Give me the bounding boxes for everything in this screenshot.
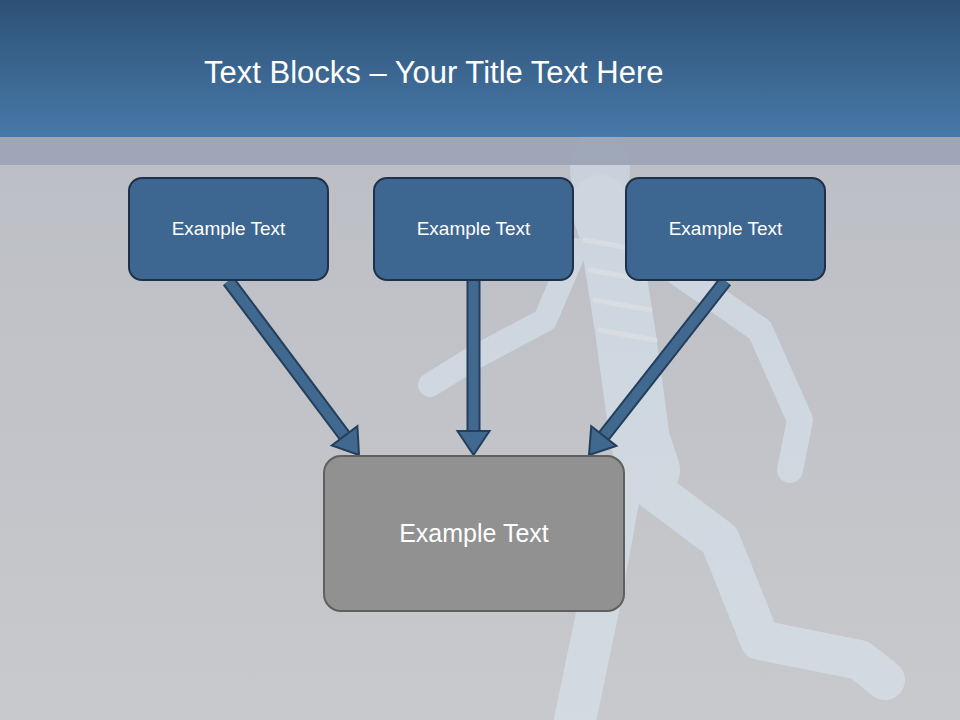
result-block: Example Text [323, 455, 625, 612]
arrow-shaft [229, 281, 346, 437]
block-text: Example Text [399, 519, 549, 548]
arrow-outline [603, 281, 726, 438]
block-text: Example Text [669, 218, 783, 240]
block-arrow [229, 281, 360, 455]
block-arrow [589, 281, 726, 455]
block-text: Example Text [417, 218, 531, 240]
text-stack: Example Text [417, 218, 531, 240]
block-arrow [458, 281, 490, 455]
arrow-shaft [603, 281, 726, 438]
arrow-head [332, 426, 359, 455]
text-block: Example Text [128, 177, 329, 281]
arrow-head [458, 431, 490, 455]
header-strip [0, 137, 960, 165]
text-stack: Example Text [399, 519, 549, 548]
header-band [0, 0, 960, 137]
arrow-outline [229, 281, 346, 437]
figure-arm [660, 260, 800, 470]
block-text: Example Text [172, 218, 286, 240]
arrow-outline [467, 281, 481, 433]
arrow-head [589, 426, 616, 455]
arrow-shaft [469, 281, 479, 433]
figure-leg [640, 480, 885, 680]
text-block: Example Text [373, 177, 574, 281]
slide-title: Text Blocks – Your Title Text Here [204, 55, 664, 91]
text-block: Example Text [625, 177, 826, 281]
text-stack: Example Text [172, 218, 286, 240]
text-stack: Example Text [669, 218, 783, 240]
